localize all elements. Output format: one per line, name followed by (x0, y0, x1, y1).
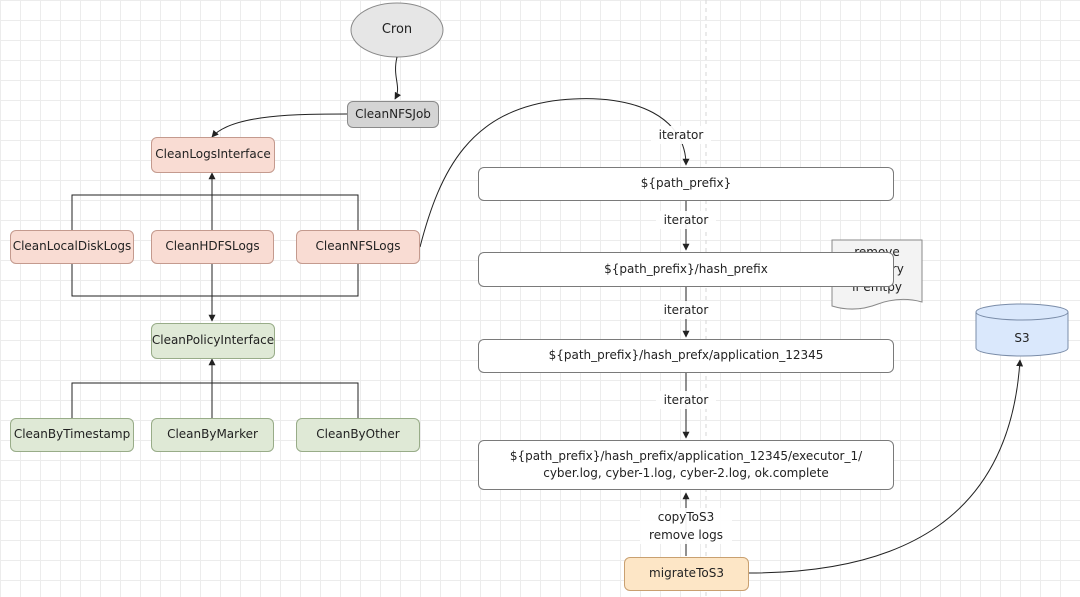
clean-by-marker-node: CleanByMarker (151, 418, 274, 452)
s3-node: S3 (1014, 331, 1030, 346)
executor-line-1: ${path_prefix}/hash_prefix/application_1… (509, 448, 863, 463)
application-node: ${path_prefix}/hash_prefx/application_12… (478, 339, 894, 373)
clean-local-disk-logs-node: CleanLocalDiskLogs (10, 230, 134, 264)
clean-by-other-node: CleanByOther (296, 418, 420, 452)
executor-line-2: cyber.log, cyber-1.log, cyber-2.log, ok.… (543, 466, 829, 480)
s3-cylinder (975, 303, 1069, 357)
iterator-label-top: iterator (651, 126, 711, 144)
copy-remove-label: copyToS3 remove logs (640, 508, 732, 544)
executor-node: ${path_prefix}/hash_prefix/application_1… (478, 440, 894, 490)
edge-migrate-to-s3 (748, 359, 1024, 574)
clean-policy-interface-node: CleanPolicyInterface (151, 323, 275, 359)
edge-job-to-interface (211, 113, 348, 138)
copy-to-s3-text: copyToS3 (657, 510, 715, 524)
hash-prefix-node: ${path_prefix}/hash_prefix (478, 252, 894, 287)
clean-nfs-logs-node: CleanNFSLogs (296, 230, 420, 264)
edge-impls-to-interface (71, 172, 359, 297)
clean-nfs-job-node: CleanNFSJob (347, 101, 439, 128)
edge-policies-to-interface (71, 358, 359, 418)
cron-node: Cron (381, 21, 413, 37)
migrate-to-s3-node: migrateToS3 (624, 557, 749, 591)
iterator-label-3: iterator (656, 391, 716, 409)
path-prefix-node: ${path_prefix} (478, 167, 894, 201)
iterator-label-1: iterator (656, 211, 716, 229)
remove-logs-text: remove logs (649, 528, 723, 542)
iterator-label-2: iterator (656, 301, 716, 319)
clean-hdfs-logs-node: CleanHDFSLogs (151, 230, 274, 264)
edge-cron-to-job (394, 56, 402, 100)
clean-logs-interface-node: CleanLogsInterface (151, 137, 275, 173)
clean-by-timestamp-node: CleanByTimestamp (10, 418, 134, 452)
